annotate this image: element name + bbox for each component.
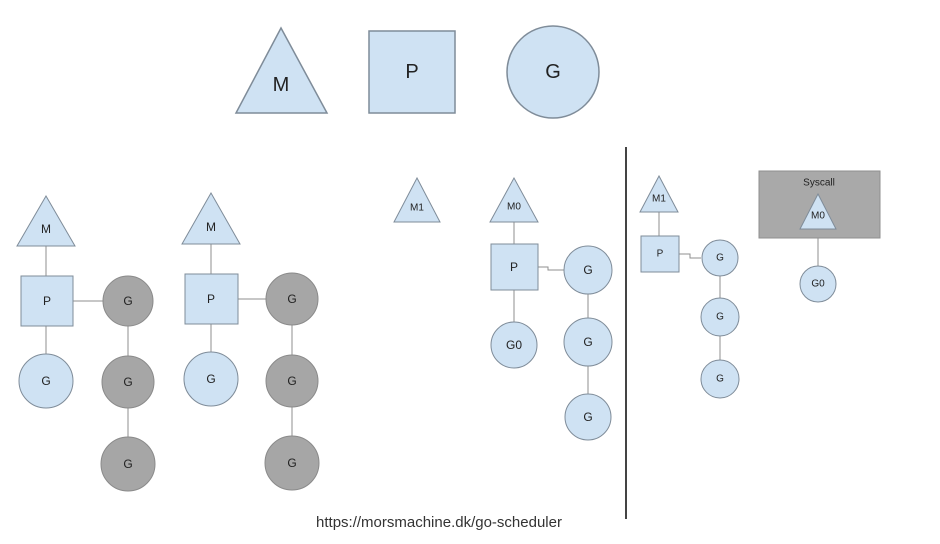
machine-triangle <box>639 174 679 213</box>
diagram-2: M1 M0 P G0 G G G <box>393 176 613 441</box>
source-url: https://morsmachine.dk/go-scheduler <box>316 514 562 531</box>
queued-goroutine-label: G <box>716 253 724 264</box>
queued-goroutine-label: G <box>123 294 132 308</box>
legend-goroutine-label: G <box>545 61 561 83</box>
machine-label: M0 <box>507 202 521 213</box>
queued-goroutine-circle <box>265 272 319 326</box>
queued-goroutine-label: G <box>287 374 296 388</box>
legend-machine-triangle: M <box>234 26 329 114</box>
queued-goroutine-label: G <box>287 292 296 306</box>
queued-goroutine-circle <box>701 239 739 277</box>
idle-machine-label: M1 <box>410 203 424 214</box>
legend: M P G <box>234 25 600 119</box>
machine-label: M <box>41 222 51 236</box>
syscall-goroutine-circle <box>799 265 837 303</box>
queued-goroutine-circle <box>264 435 320 491</box>
legend-processor-label: P <box>405 61 418 83</box>
processor-label: P <box>657 249 664 260</box>
edge-p-queue <box>538 266 564 271</box>
queued-goroutine-label: G <box>123 457 132 471</box>
syscall-title: Syscall <box>803 178 835 189</box>
machine-triangle <box>181 191 241 245</box>
queued-goroutine-circle <box>700 359 740 399</box>
legend-processor-square: P <box>368 30 456 114</box>
queued-goroutine-label: G <box>716 374 724 385</box>
queued-goroutine-circle <box>700 297 740 337</box>
queued-goroutine-circle <box>100 436 156 492</box>
current-goroutine-label: G0 <box>506 338 522 352</box>
current-goroutine-circle <box>490 321 538 369</box>
legend-goroutine-circle: G <box>506 25 600 119</box>
diagram-1-cluster-b: M P G G G G <box>181 191 320 491</box>
diagram-1-cluster-a: M P G G G G <box>16 195 156 492</box>
machine-triangle <box>16 195 76 247</box>
legend-machine-label: M <box>273 74 290 96</box>
queued-goroutine-label: G <box>583 263 592 277</box>
queued-goroutine-label: G <box>583 410 592 424</box>
idle-machine-triangle <box>393 176 441 223</box>
queued-goroutine-label: G <box>287 456 296 470</box>
syscall-machine-triangle <box>799 192 837 230</box>
processor-label: P <box>510 260 518 274</box>
syscall-goroutine-label: G0 <box>811 279 825 290</box>
queued-goroutine-circle <box>101 355 155 409</box>
syscall-box: Syscall M0 <box>758 170 881 239</box>
processor-label: P <box>43 294 51 308</box>
current-goroutine-circle <box>183 351 239 407</box>
queued-goroutine-label: G <box>583 335 592 349</box>
queued-goroutine-label: G <box>123 375 132 389</box>
queued-goroutine-circle <box>563 317 613 367</box>
queued-goroutine-label: G <box>716 312 724 323</box>
machine-triangle <box>489 176 539 223</box>
machine-label: M <box>206 220 216 234</box>
processor-square <box>490 243 539 291</box>
current-goroutine-label: G <box>206 372 215 386</box>
processor-label: P <box>207 292 215 306</box>
queued-goroutine-circle <box>563 245 613 295</box>
queued-goroutine-circle <box>265 354 319 408</box>
processor-square <box>184 273 239 325</box>
machine-label: M1 <box>652 194 666 205</box>
processor-square <box>20 275 74 327</box>
queued-goroutine-circle <box>102 275 154 327</box>
syscall-machine-label: M0 <box>811 211 825 222</box>
current-goroutine-circle <box>18 353 74 409</box>
processor-square <box>640 235 680 273</box>
diagram-3: M1 P G G G Syscall M0 G0 <box>639 170 881 399</box>
queued-goroutine-circle <box>564 393 612 441</box>
current-goroutine-label: G <box>41 374 50 388</box>
edge-p-queue <box>679 253 701 259</box>
